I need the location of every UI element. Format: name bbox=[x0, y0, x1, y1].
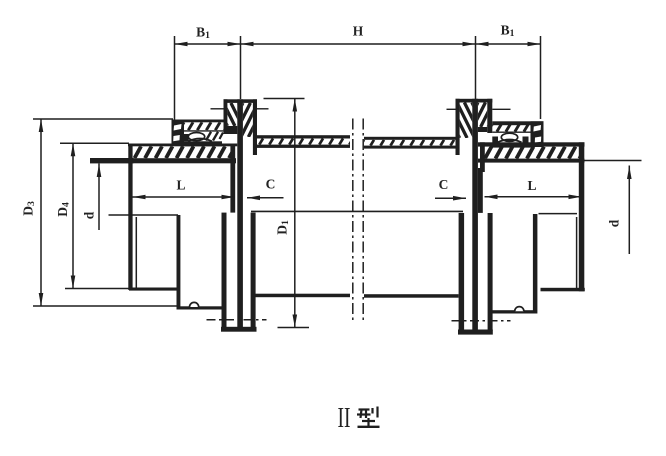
svg-text:L: L bbox=[176, 177, 185, 192]
svg-text:L: L bbox=[527, 178, 536, 193]
svg-text:d: d bbox=[82, 211, 97, 219]
svg-text:C: C bbox=[439, 177, 449, 192]
svg-text:H: H bbox=[353, 24, 364, 39]
svg-text:C: C bbox=[266, 176, 276, 191]
svg-text:II: II bbox=[338, 402, 351, 434]
svg-text:d: d bbox=[607, 219, 622, 227]
